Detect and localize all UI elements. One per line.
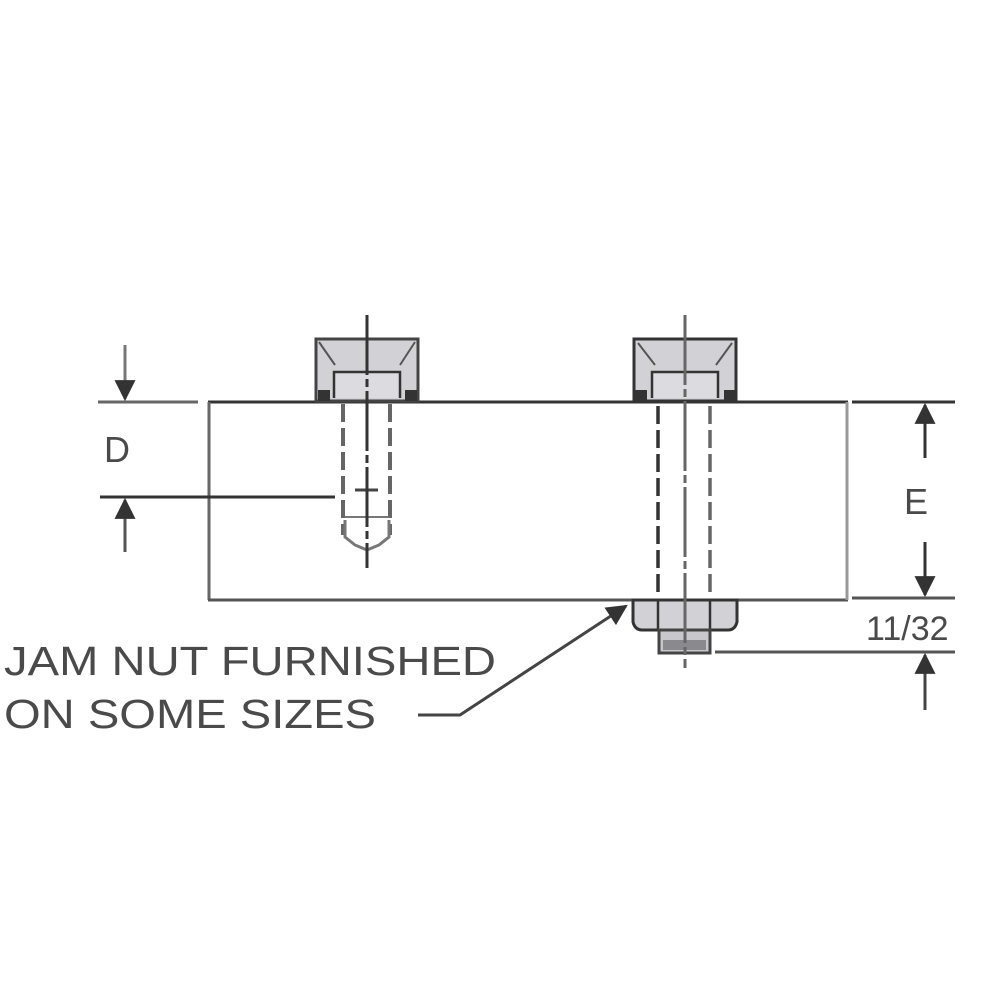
callout-line-1: JAM NUT FURNISHED — [4, 638, 496, 684]
dimension-e: E — [852, 400, 955, 600]
block — [207, 400, 849, 602]
dimension-e-label: E — [904, 481, 928, 522]
jam-nut-callout: JAM NUT FURNISHED ON SOME SIZES — [4, 604, 628, 737]
dimension-jam-nut-offset-label: 11/32 — [866, 610, 949, 648]
right-bolt-shank — [656, 406, 712, 598]
dimension-d: D — [98, 345, 335, 552]
dimension-jam-nut-offset: 11/32 — [715, 610, 955, 710]
left-bolt — [314, 315, 420, 568]
right-bolt — [631, 315, 739, 668]
dimension-d-label: D — [104, 429, 130, 470]
callout-line-2: ON SOME SIZES — [4, 691, 376, 737]
